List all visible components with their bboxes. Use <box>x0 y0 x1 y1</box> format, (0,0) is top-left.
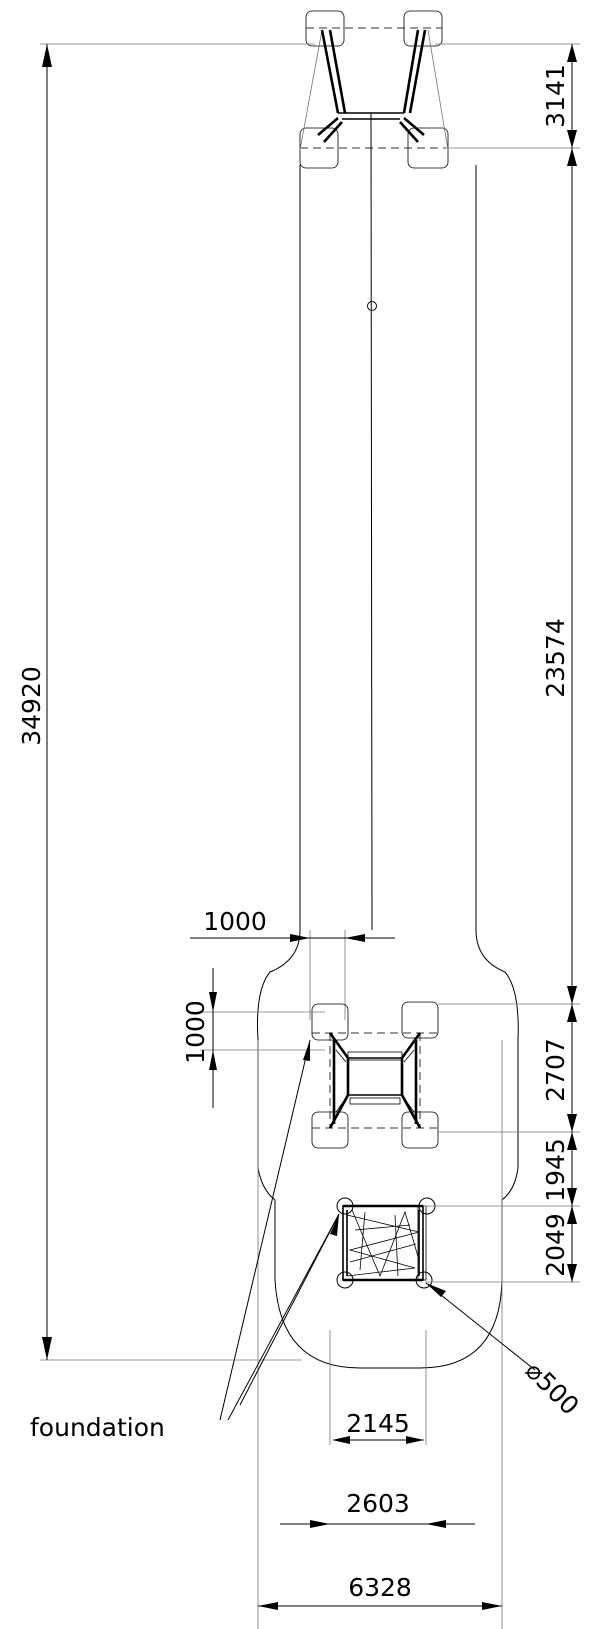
total-width-label: 6328 <box>348 1573 412 1602</box>
base-foundation-top-left <box>336 1197 354 1215</box>
right-dimension-chain: 3141 23574 2707 1945 2049 <box>423 43 580 1283</box>
foundation-callout: foundation <box>30 1039 340 1442</box>
outer-width-label: 2603 <box>346 1489 410 1518</box>
mid-section-label: 23574 <box>541 618 570 698</box>
pad-width-dimension: 1000 <box>190 907 395 942</box>
base-frame <box>336 1197 436 1289</box>
foundation-label: foundation <box>30 1413 165 1442</box>
center-marker <box>367 301 377 311</box>
inner-width-dimension: 2145 <box>332 1409 424 1444</box>
diameter-callout: ⌀500 <box>425 1282 585 1421</box>
top-section-label: 3141 <box>541 64 570 128</box>
total-height-dimension: 34920 <box>17 43 315 1361</box>
top-tower-frame <box>299 10 449 931</box>
top-right-lower-pad <box>407 127 449 169</box>
pad-width-label: 1000 <box>203 907 267 936</box>
total-width-dimension: 6328 <box>258 1573 502 1610</box>
bottom-section-label: 2049 <box>541 1213 570 1277</box>
inner-width-label: 2145 <box>346 1409 410 1438</box>
lower-section-label: 2707 <box>541 1038 570 1102</box>
base-foundation-bottom-right <box>415 1271 433 1289</box>
outer-outline <box>257 165 519 1629</box>
diameter-label: ⌀500 <box>520 1356 585 1421</box>
outer-width-dimension: 2603 <box>280 1489 475 1528</box>
pad-height-dimension: 1000 <box>181 968 325 1108</box>
total-height-label: 34920 <box>17 666 46 746</box>
middle-tower-frame <box>311 1001 439 1149</box>
gap-section-label: 1945 <box>541 1138 570 1202</box>
pad-height-label: 1000 <box>181 1000 210 1064</box>
base-foundation-bottom-left <box>336 1271 354 1289</box>
